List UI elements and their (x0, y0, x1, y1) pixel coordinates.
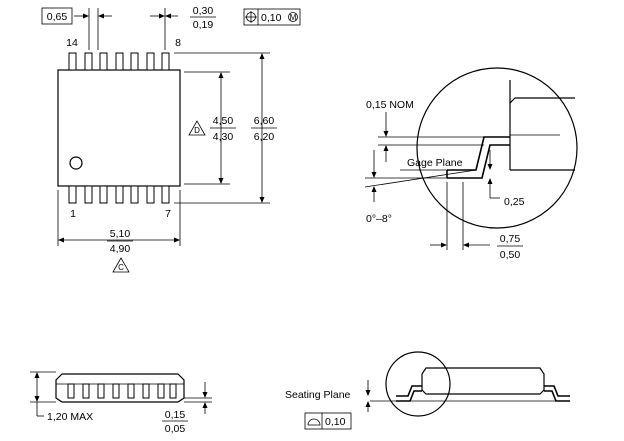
body-length-dimension: 5,10 4,90 C (57, 190, 181, 273)
foot-length-min: 0,50 (500, 249, 521, 261)
pin-9 (146, 52, 155, 71)
body-length-min: 4,90 (110, 243, 131, 255)
body-length-max: 5,10 (110, 228, 131, 240)
top-pins (68, 52, 170, 71)
seating-detail-circle (385, 351, 451, 417)
lead-thickness: 0,15 NOM (366, 99, 414, 111)
pin-1 (68, 185, 77, 204)
lead-width-max: 0,30 (193, 5, 214, 17)
pitch-value: 0,65 (47, 11, 68, 23)
pin-11 (115, 52, 124, 71)
pin-8 (161, 52, 170, 71)
body-width-min: 4,30 (213, 131, 234, 143)
overall-width-max: 6,60 (254, 115, 275, 127)
position-tolerance-frame: 0,10 M (243, 8, 301, 26)
pin-13 (84, 52, 93, 71)
gage-height: 0,25 (504, 196, 525, 208)
pitch-box (41, 7, 73, 25)
lead-width-dimension: 0,30 0,19 (150, 5, 216, 50)
gage-plane-label: Gage Plane (407, 157, 463, 169)
position-modifier: M (290, 13, 297, 22)
pin-2 (84, 185, 93, 204)
overall-width-min: 6,20 (254, 131, 275, 143)
pin-12 (99, 52, 108, 71)
body-width-max: 4,50 (213, 115, 234, 127)
seating-plane-label: Seating Plane (285, 389, 351, 401)
side-view: 1,20 MAX 0,15 0,05 (30, 371, 212, 435)
pin-8-label: 8 (175, 37, 181, 49)
lead-angle: 0°–8° (366, 213, 392, 225)
height-max: 1,20 MAX (47, 411, 93, 423)
detail-circle (416, 67, 578, 229)
bottom-pins (68, 185, 170, 204)
pin-14-label: 14 (66, 37, 78, 49)
datum-c: C (118, 263, 124, 272)
foot-length-max: 0,75 (500, 233, 521, 245)
pin-14 (68, 52, 77, 71)
top-view: 14 8 1 7 0,65 0,30 0,19 (41, 5, 301, 273)
pin-1-label: 1 (70, 208, 76, 220)
pin-7-label: 7 (165, 208, 171, 220)
pin-4 (115, 185, 124, 204)
pin-7 (161, 185, 170, 204)
body-width-dimension: D 4,50 4,30 (184, 71, 236, 185)
pin1-marker (69, 156, 83, 170)
pin-5 (130, 185, 139, 204)
position-tolerance-value: 0,10 (261, 12, 282, 24)
pitch-dimension: 0,65 (41, 7, 112, 50)
pin-10 (130, 52, 139, 71)
detail-view: 0,15 NOM 0°–8° Gage Plane 0,25 0,75 0,50 (364, 67, 578, 261)
side-leads (67, 383, 177, 399)
datum-d: D (194, 126, 200, 135)
standoff-min: 0,05 (165, 423, 186, 435)
overall-width-dimension: 6,60 6,20 (174, 52, 277, 204)
pin-6 (146, 185, 155, 204)
standoff-max: 0,15 (165, 409, 186, 421)
lead-width-min: 0,19 (193, 19, 214, 31)
pin-3 (99, 185, 108, 204)
seating-plane-view: Seating Plane 0,10 (285, 351, 570, 430)
coplanarity-value: 0,10 (325, 416, 346, 428)
